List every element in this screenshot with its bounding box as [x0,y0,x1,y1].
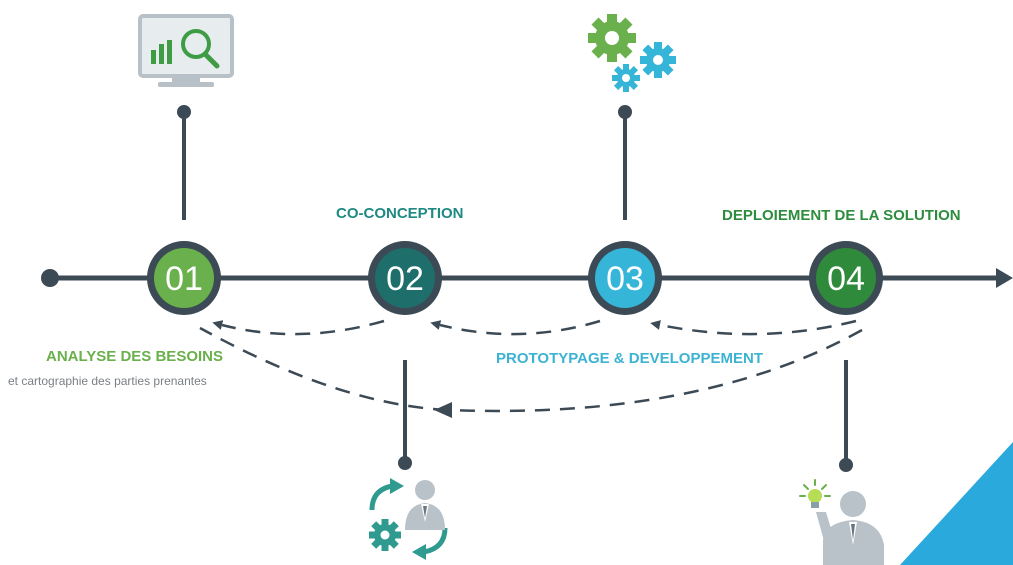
step-04: 04 [809,241,883,315]
stem-04-dot [839,458,853,472]
accent-triangle [900,442,1013,565]
step-02: 02 [368,241,442,315]
phase4-title: DEPLOIEMENT DE LA SOLUTION [722,207,961,224]
feedback-arrow-03-02 [430,319,601,336]
timeline-arrowhead [996,268,1013,288]
feedback-arrow-04-03 [650,319,857,336]
feedback-arrow-long-return-lower [447,328,863,413]
feedback-arrow-long-return-upper [199,326,449,412]
analytics-monitor-icon [138,14,234,87]
person-cycle-gear-icon [369,478,448,560]
step-number-01: 01 [165,260,203,298]
gears-icon [588,14,676,92]
step-number-04: 04 [827,260,865,298]
phase2-title: CO-CONCEPTION [336,205,464,222]
timeline-start-dot [41,269,59,287]
phase1-title: ANALYSE DES BESOINS [46,348,223,365]
step-03: 03 [588,241,662,315]
feedback-arrow-02-01 [212,319,385,336]
stem-03-dot [618,105,632,119]
step-01: 01 [147,241,221,315]
stem-02-dot [398,456,412,470]
phase3-title: PROTOTYPAGE & DEVELOPPEMENT [496,350,763,367]
step-number-03: 03 [606,260,644,298]
phase1-subtitle: et cartographie des parties prenantes [8,374,207,388]
person-lightbulb-icon [799,479,884,565]
stem-01-dot [177,105,191,119]
step-number-02: 02 [386,260,424,298]
long-return-arrowhead [434,402,452,418]
